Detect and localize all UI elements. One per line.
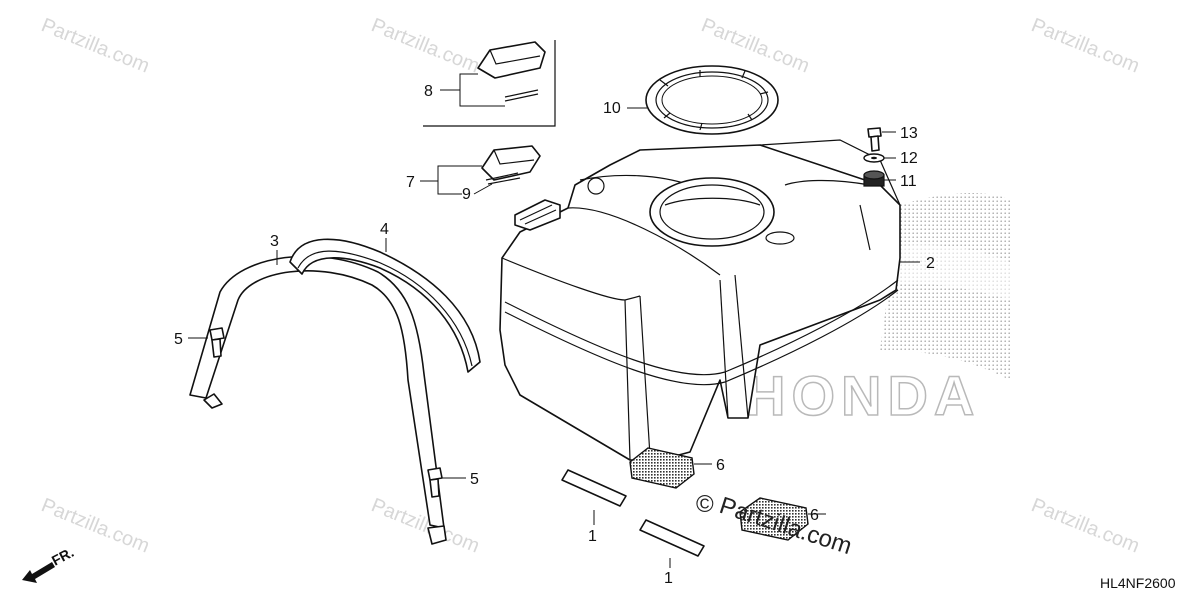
diagram-code: HL4NF2600 xyxy=(1100,575,1176,591)
watermark-text: Partzilla.com xyxy=(368,14,482,77)
part-13-bolt xyxy=(867,127,882,152)
part-6-cushion xyxy=(629,447,695,489)
part-6-cushion xyxy=(739,497,809,541)
part-3-tank-band xyxy=(189,255,447,545)
part-1-pad xyxy=(639,519,705,557)
callout-12: 12 xyxy=(900,150,918,167)
watermark-center-text: Partzilla.com xyxy=(716,492,855,560)
callout-2: 2 xyxy=(926,255,935,272)
front-direction-arrow: FR. xyxy=(22,544,76,583)
part-1-pad xyxy=(561,469,627,507)
callout-5: 5 xyxy=(174,331,183,348)
callout-4: 4 xyxy=(380,221,389,238)
watermark-text: Partzilla.com xyxy=(368,494,482,557)
part-5-bolt xyxy=(209,327,225,358)
inset-box xyxy=(423,40,556,127)
callout-5: 5 xyxy=(470,471,479,488)
part-7-filler-cap xyxy=(481,145,541,185)
honda-logo-text: HONDA xyxy=(745,364,980,427)
part-4-rubber-band xyxy=(289,238,481,373)
watermark-text: Partzilla.com xyxy=(38,494,152,557)
copyright-symbol: © xyxy=(696,491,714,518)
callout-6: 6 xyxy=(716,457,725,474)
leader-lines xyxy=(188,73,920,568)
part-5-bolt xyxy=(427,467,443,498)
watermark-text: Partzilla.com xyxy=(38,14,152,77)
callout-13: 13 xyxy=(900,125,918,142)
watermark-text: Partzilla.com xyxy=(1028,494,1142,557)
watermark-text: Partzilla.com xyxy=(1028,14,1142,77)
callout-1: 1 xyxy=(588,528,597,545)
part-12-washer xyxy=(863,153,885,163)
callout-10: 10 xyxy=(603,100,621,117)
callout-3: 3 xyxy=(270,233,279,250)
callout-9: 9 xyxy=(462,186,471,203)
callout-6: 6 xyxy=(810,507,819,524)
part-10-lock-ring xyxy=(645,65,779,135)
part-11-grommet xyxy=(863,170,885,187)
callout-8: 8 xyxy=(424,83,433,100)
callout-7: 7 xyxy=(406,174,415,191)
part-8-filter-cap xyxy=(477,41,546,102)
honda-wing-logo xyxy=(870,193,1010,380)
callout-1: 1 xyxy=(664,570,673,587)
callout-11: 11 xyxy=(900,173,917,190)
part-2-fuel-tank xyxy=(499,139,901,461)
